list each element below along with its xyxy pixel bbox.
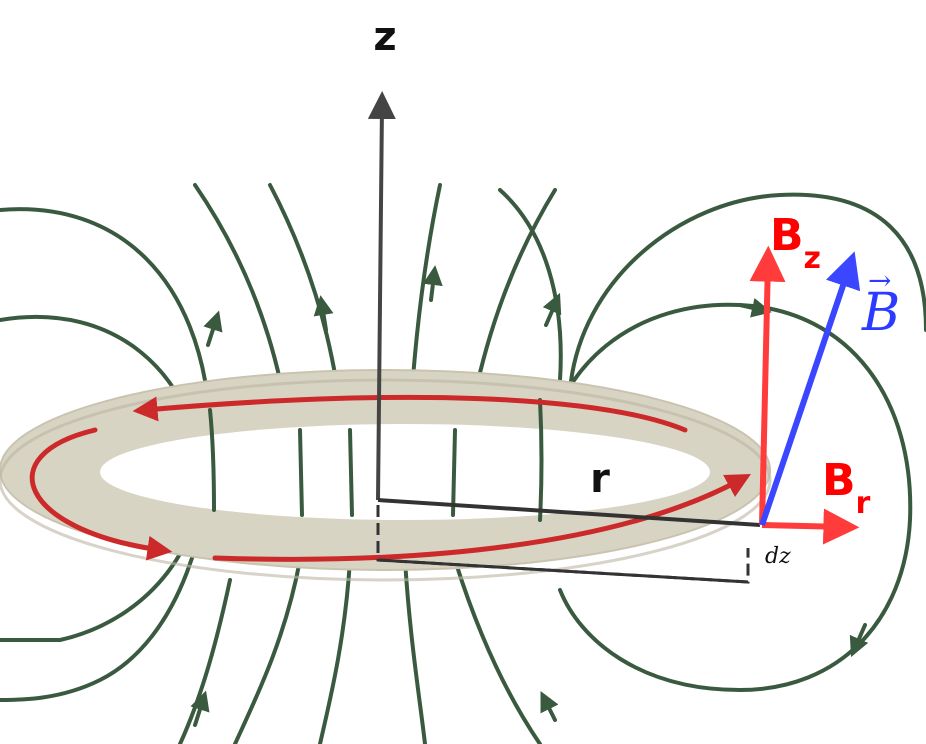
radius-line [377, 498, 761, 527]
current-arrows [29, 394, 751, 562]
field-arrow-3 [422, 265, 443, 302]
field-line-bottom-3 [403, 558, 427, 744]
field-line-front-5 [451, 428, 457, 517]
field-arrow-2 [313, 295, 334, 332]
current-arrow-top [132, 394, 688, 433]
radius-label: r [590, 456, 610, 502]
bz-label-sub: z [804, 241, 821, 276]
field-line-right-outer [568, 192, 926, 392]
br-label: Br [822, 455, 871, 521]
b-field-vector [759, 251, 861, 526]
br-label-sub: r [856, 486, 871, 521]
field-arrow-4 [542, 292, 562, 327]
field-line-front-2 [298, 428, 304, 517]
field-arrow-11 [738, 298, 772, 318]
field-arrow-10 [849, 623, 869, 658]
field-line-front-1 [208, 408, 216, 512]
field-line-right-inner [538, 302, 913, 693]
dz-bracket [376, 505, 750, 584]
field-arrow-8 [190, 690, 210, 727]
z-axis-label: z [373, 14, 396, 60]
bz-label-main: B [770, 210, 804, 261]
field-line-bottom-2 [318, 558, 352, 744]
current-arrow-front [212, 474, 751, 562]
br-label-main: B [822, 455, 856, 506]
field-lines-front [208, 398, 544, 522]
field-line-bottom-1 [233, 558, 302, 744]
b-vector-accent: → [868, 264, 891, 297]
field-arrow-9 [540, 691, 559, 722]
current-arrow-left [29, 427, 173, 561]
dz-label: dz [765, 544, 791, 569]
field-arrow-1 [203, 310, 223, 347]
field-line-bottom-4 [453, 558, 542, 744]
z-axis [367, 91, 396, 501]
field-line-bottom-5 [178, 578, 232, 744]
field-line-right-mid [498, 188, 563, 382]
br-vector [761, 508, 860, 545]
current-ring [0, 369, 772, 582]
bz-label: Bz [770, 210, 821, 276]
field-line-front-4 [348, 428, 354, 517]
field-line-front-3 [538, 398, 544, 522]
b-vector-label: B [861, 283, 900, 343]
bz-vector [749, 245, 786, 526]
field-lines [0, 183, 926, 744]
